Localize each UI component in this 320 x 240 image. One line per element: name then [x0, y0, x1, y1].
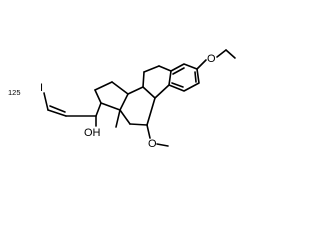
ring-d [94, 81, 129, 117]
isotope-mass-label: 125 [8, 88, 21, 97]
bond [119, 93, 129, 111]
bond [94, 89, 102, 104]
bond [127, 86, 144, 95]
bond [119, 109, 131, 125]
bond [143, 65, 160, 73]
bond [95, 102, 102, 117]
bond [158, 65, 172, 72]
hydroxyl-label: OH [84, 127, 101, 139]
double-bond-inner [49, 105, 66, 113]
bond [225, 49, 236, 59]
bond [146, 124, 151, 139]
aromatic-inner-bond [171, 82, 184, 88]
methoxy-oxygen-top: O [207, 53, 216, 65]
ring-a-aromatic [168, 63, 200, 92]
iodine-label: I [40, 82, 43, 94]
bond [196, 59, 207, 70]
bond [100, 102, 121, 111]
vinyl-iodide-chain: 125 I [8, 82, 97, 117]
ring-c [119, 86, 156, 126]
bond [129, 123, 148, 126]
bond [146, 97, 156, 126]
aromatic-inner-bond [172, 67, 185, 75]
bond [43, 92, 49, 111]
bond [154, 84, 170, 99]
bond [142, 86, 156, 99]
methoxy-group-top: O [196, 49, 236, 70]
bond [47, 109, 67, 117]
bond [111, 81, 129, 95]
aromatic-inner-bond [194, 71, 197, 83]
bond [94, 81, 113, 91]
bond [156, 143, 169, 147]
methoxy-oxygen-bottom: O [148, 138, 157, 150]
hydroxyl-group: OH [84, 115, 101, 139]
bond [216, 49, 227, 58]
chemical-structure: O O OH 125 [8, 49, 236, 150]
bond [142, 71, 145, 88]
methoxy-group-bottom: O [146, 124, 169, 150]
angular-methyl-bond [115, 109, 121, 128]
ring-b [142, 65, 172, 99]
